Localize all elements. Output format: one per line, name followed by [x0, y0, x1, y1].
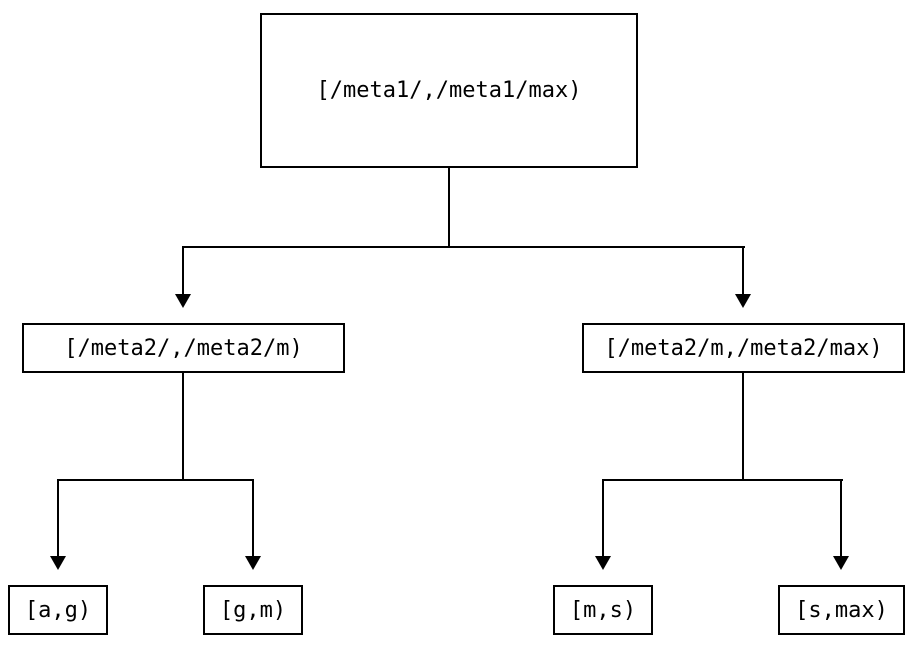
connector-root-stem — [448, 168, 450, 246]
arrowhead-down-icon — [595, 556, 611, 570]
node-right-meta2-range-label: [/meta2/m,/meta2/max) — [604, 335, 883, 361]
node-leaf-range-ag: [a,g) — [8, 585, 108, 635]
node-left-meta2-range: [/meta2/,/meta2/m) — [22, 323, 345, 373]
connector-right-branch-crossbar — [602, 479, 843, 481]
node-left-meta2-range-label: [/meta2/,/meta2/m) — [64, 335, 303, 361]
connector-drop-leaf-smax — [840, 479, 842, 556]
connector-drop-left-branch — [182, 246, 184, 294]
node-root-range: [/meta1/,/meta1/max) — [260, 13, 638, 168]
connector-root-crossbar — [182, 246, 745, 248]
arrowhead-down-icon — [833, 556, 849, 570]
arrowhead-down-icon — [245, 556, 261, 570]
arrowhead-down-icon — [50, 556, 66, 570]
node-leaf-range-smax-label: [s,max) — [795, 597, 888, 623]
node-leaf-range-gm-label: [g,m) — [219, 597, 287, 623]
connector-left-branch-crossbar — [57, 479, 254, 481]
node-leaf-range-gm: [g,m) — [203, 585, 303, 635]
connector-drop-leaf-ag — [57, 479, 59, 556]
node-leaf-range-ms-label: [m,s) — [569, 597, 637, 623]
connector-right-branch-stem — [742, 373, 744, 479]
connector-drop-leaf-gm — [252, 479, 254, 556]
node-leaf-range-smax: [s,max) — [778, 585, 905, 635]
arrowhead-down-icon — [735, 294, 751, 308]
arrowhead-down-icon — [175, 294, 191, 308]
connector-left-branch-stem — [182, 373, 184, 479]
connector-drop-leaf-ms — [602, 479, 604, 556]
node-right-meta2-range: [/meta2/m,/meta2/max) — [582, 323, 905, 373]
node-leaf-range-ag-label: [a,g) — [24, 597, 92, 623]
node-leaf-range-ms: [m,s) — [553, 585, 653, 635]
connector-drop-right-branch — [742, 246, 744, 294]
node-root-range-label: [/meta1/,/meta1/max) — [316, 78, 582, 103]
